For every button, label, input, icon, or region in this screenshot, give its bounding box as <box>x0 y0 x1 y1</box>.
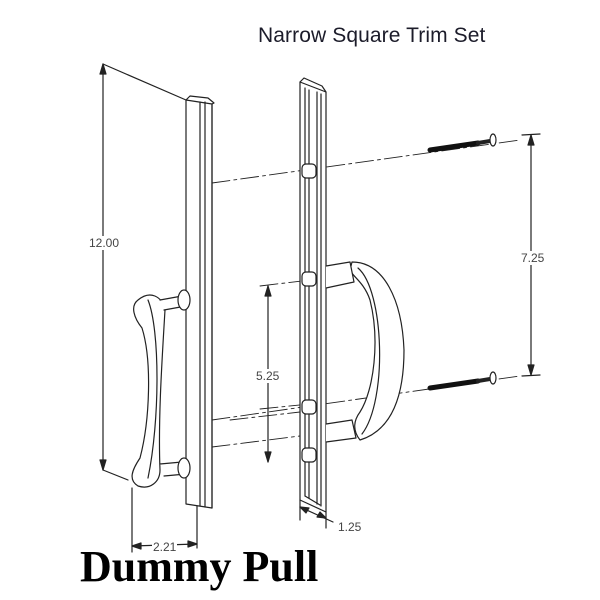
mounting-screw-top <box>427 133 497 153</box>
inside-handle <box>325 261 405 443</box>
dimension-12-line <box>99 63 187 481</box>
page-title: Narrow Square Trim Set <box>258 24 486 47</box>
dimension-label-post-spacing: 5.25 <box>255 369 281 383</box>
outside-trim-plate <box>185 95 215 509</box>
dimension-label-trim-width: 1.25 <box>337 520 363 534</box>
dimension-label-screw-spacing: 7.25 <box>520 251 546 265</box>
mounting-screw-bottom <box>427 371 497 391</box>
dimension-label-projection: 2.21 <box>152 540 178 554</box>
inside-trim-plate <box>299 77 327 513</box>
dimension-label-overall-height: 12.00 <box>88 236 121 250</box>
product-caption: Dummy Pull <box>80 542 319 591</box>
dimension-1-25-line <box>299 499 334 529</box>
outside-handle <box>131 289 191 488</box>
